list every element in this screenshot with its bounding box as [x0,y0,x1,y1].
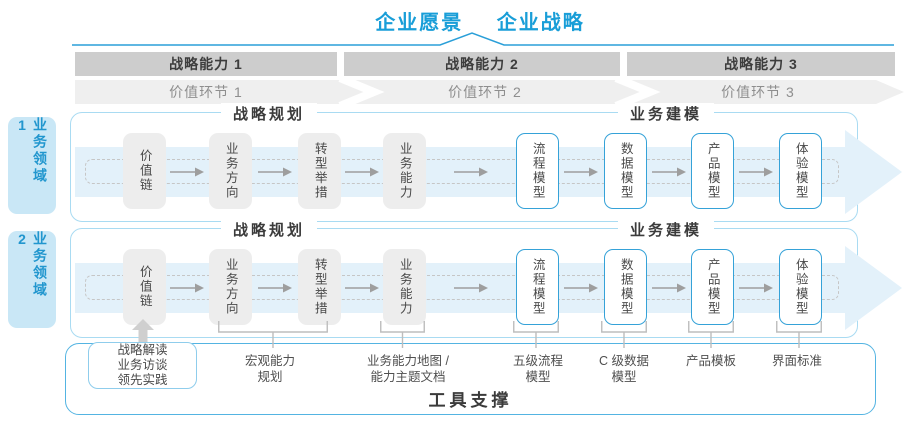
annotation-product-template: 产品模板 [685,354,737,368]
node-experience-model: 体验模型 [779,133,822,209]
node-data-model: 数据模型 [604,133,647,209]
annotation-ui-standard: 界面标准 [771,354,823,368]
node-business-direction: 业务方向 [209,249,252,325]
node-label: 体验模型 [793,258,808,316]
bracket-ui-standard [776,321,822,348]
node-product-model: 产品模型 [691,133,734,209]
flow-arrow-icon [739,283,773,293]
annotation-capability-map: 业务能力地图 / 能力主题文档 [367,354,449,384]
node-label: 流程模型 [530,142,545,200]
sidebar-domain-1-label: 业务领域 1 [14,117,48,185]
value-chain-label-2: 价值环节 2 [448,84,522,100]
node-process-model: 流程模型 [516,249,559,325]
bracket-product-template [688,321,734,348]
bracket-capability-map [380,321,425,348]
node-label: 数据模型 [618,142,633,200]
node-label: 数据模型 [618,258,633,316]
node-business-direction: 业务方向 [209,133,252,209]
bracket-data-model [601,321,647,348]
node-label: 转型举措 [312,258,327,316]
annotation-practice-box: 战略解读 业务访谈 领先实践 [88,342,197,389]
sidebar-domain-2-label: 业务领域 2 [14,231,48,299]
domain-panel-1: 战略规划 业务建模 价值链 业务方向 转型举措 业务能力 流程模型 数据模型 产… [70,103,902,222]
capability-bar-1: 战略能力 1 [75,52,337,76]
value-chain-label-1: 价值环节 1 [169,84,243,100]
bracket-macro-capability [218,321,328,348]
node-value-chain: 价值链 [123,249,166,325]
node-label: 价值链 [137,265,152,309]
capability-bar-3: 战略能力 3 [627,52,895,76]
flow-arrow-icon [170,283,204,293]
node-experience-model: 体验模型 [779,249,822,325]
up-arrow-icon [132,319,154,346]
dashed-pipeline [85,275,839,300]
node-product-model: 产品模型 [691,249,734,325]
flow-arrow-icon [345,167,379,177]
node-label: 业务能力 [397,142,412,200]
annotation-macro-capability: 宏观能力 规划 [244,354,296,384]
value-chain-label-3: 价值环节 3 [721,84,795,100]
node-label: 业务方向 [223,142,238,200]
section-title-business-modeling: 业务建模 [617,219,715,240]
sidebar-domain-2: 业务领域 2 [8,231,56,328]
flow-arrow-icon [454,167,488,177]
node-label: 转型举措 [312,142,327,200]
node-transformation-initiatives: 转型举措 [298,133,341,209]
flow-arrow-icon [564,283,598,293]
tools-support-label: 工具支撑 [428,391,513,410]
flow-arrow-icon [170,167,204,177]
flow-arrow-icon [739,167,773,177]
node-label: 业务能力 [397,258,412,316]
section-title-strategy-planning: 战略规划 [220,103,318,124]
flow-arrow-icon [345,283,379,293]
bracket-process-model [513,321,559,348]
page-title: 企业愿景 企业战略 [50,6,910,35]
node-transformation-initiatives: 转型举措 [298,249,341,325]
annotation-data-model: C 级数据 模型 [598,354,650,384]
flow-arrow-icon [258,283,292,293]
node-label: 价值链 [137,149,152,193]
dashed-pipeline [85,159,839,184]
flow-band-arrowhead-icon [845,246,902,330]
section-title-strategy-planning: 战略规划 [220,219,318,240]
node-label: 流程模型 [530,258,545,316]
flow-arrow-icon [652,167,686,177]
flow-arrow-icon [652,283,686,293]
capability-bar-2: 战略能力 2 [344,52,620,76]
node-business-capability: 业务能力 [383,249,426,325]
tools-support-container: 工具支撑 [65,343,876,415]
node-label: 体验模型 [793,142,808,200]
sidebar-domain-1: 业务领域 1 [8,117,56,214]
flow-arrow-icon [454,283,488,293]
title-strategy: 企业战略 [496,12,585,34]
node-business-capability: 业务能力 [383,133,426,209]
flow-arrow-icon [258,167,292,177]
node-label: 业务方向 [223,258,238,316]
domain-panel-2: 战略规划 业务建模 价值链 业务方向 转型举措 业务能力 流程模型 数据模型 产… [70,219,902,338]
node-value-chain: 价值链 [123,133,166,209]
flow-arrow-icon [564,167,598,177]
section-title-business-modeling: 业务建模 [617,103,715,124]
flow-band-arrowhead-icon [845,130,902,214]
node-label: 产品模型 [705,142,720,200]
annotation-process-model: 五级流程 模型 [512,354,564,384]
node-label: 产品模型 [705,258,720,316]
title-vision: 企业愿景 [375,12,464,34]
node-process-model: 流程模型 [516,133,559,209]
node-data-model: 数据模型 [604,249,647,325]
